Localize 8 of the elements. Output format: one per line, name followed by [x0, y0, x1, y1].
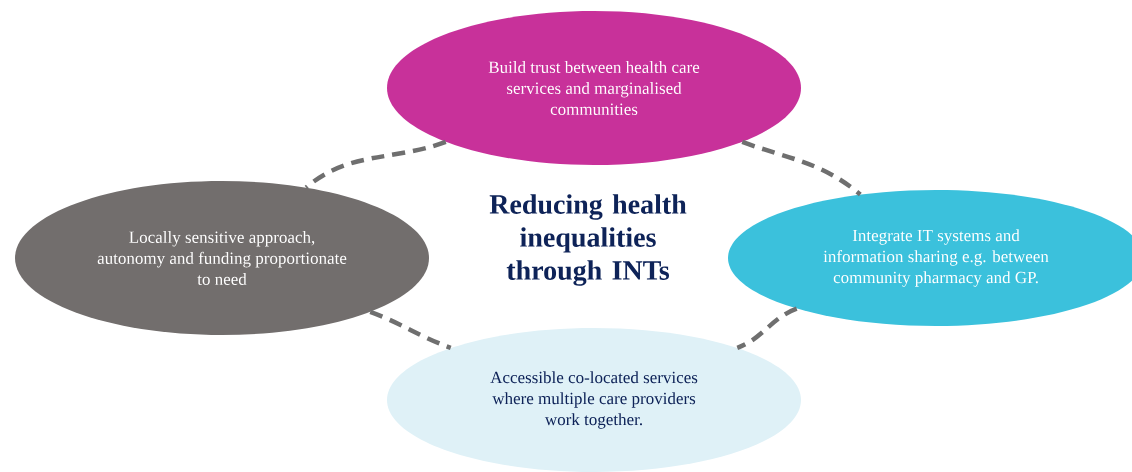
- dashed-arc: [369, 309, 452, 350]
- title: Reducing health inequalities through INTs: [489, 194, 687, 286]
- ellipse-node: Locally sensitive approach, autonomy and funding proportionate to need: [15, 181, 429, 335]
- ellipse-node: Build trust between health care services and marginalised communities: [387, 11, 801, 165]
- dashed-arc: [741, 139, 862, 197]
- ellipse-node: Accessible co-located services where multiple care providers work together.: [387, 328, 801, 472]
- dashed-arc: [304, 139, 447, 190]
- dashed-arc: [736, 306, 798, 350]
